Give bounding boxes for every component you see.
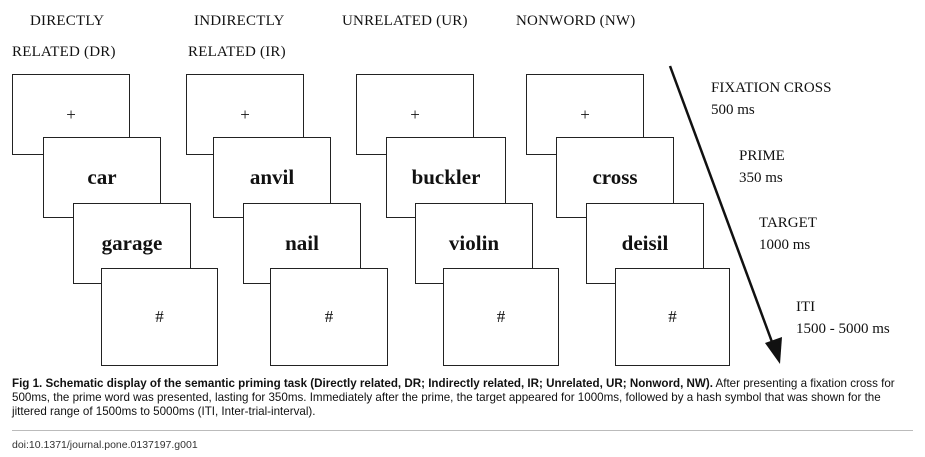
prime-word-dr: car bbox=[87, 165, 117, 189]
figure-caption: Fig 1. Schematic display of the semantic… bbox=[12, 377, 912, 419]
fixation-cross-ur: + bbox=[410, 104, 420, 124]
stage-prime-duration: 350 ms bbox=[739, 170, 783, 186]
hash-symbol-ir: # bbox=[324, 307, 334, 326]
target-word-dr: garage bbox=[101, 231, 163, 255]
timeline-arrow-shaft bbox=[668, 65, 774, 343]
caption-body: After presenting a fixation cross for 50… bbox=[12, 377, 895, 418]
target-word-nw: deisil bbox=[621, 231, 669, 255]
prime-word-ir: anvil bbox=[249, 165, 295, 189]
iti-screen-dr: # bbox=[101, 268, 218, 366]
header-nw: NONWORD (NW) bbox=[516, 13, 636, 29]
stage-target-name: TARGET bbox=[759, 215, 817, 231]
iti-screen-ur: # bbox=[443, 268, 559, 366]
stage-fixation-name: FIXATION CROSS bbox=[711, 80, 832, 96]
header-ir-line2: RELATED (IR) bbox=[188, 44, 286, 60]
stage-prime-name: PRIME bbox=[739, 148, 785, 164]
caption-divider bbox=[12, 430, 913, 431]
stage-fixation: FIXATION CROSS 500 ms bbox=[711, 77, 831, 121]
iti-screen-ir: # bbox=[270, 268, 388, 366]
header-ur: UNRELATED (UR) bbox=[342, 13, 468, 29]
prime-screen-ir: anvil bbox=[213, 137, 331, 218]
hash-symbol-dr: # bbox=[155, 307, 164, 326]
target-word-ur: violin bbox=[448, 231, 500, 255]
doi-label: doi:10.1371/journal.pone.0137197.g001 bbox=[12, 439, 198, 451]
hash-symbol-nw: # bbox=[668, 307, 677, 326]
header-dr-line2: RELATED (DR) bbox=[12, 44, 116, 60]
fixation-cross-ir: + bbox=[240, 104, 250, 124]
hash-symbol-ur: # bbox=[496, 307, 506, 326]
stage-target-duration: 1000 ms bbox=[759, 237, 811, 253]
fixation-cross-nw: + bbox=[580, 104, 590, 124]
header-dr-line1: DIRECTLY bbox=[30, 13, 105, 29]
prime-word-nw: cross bbox=[592, 165, 638, 189]
prime-screen-nw: cross bbox=[556, 137, 674, 218]
prime-word-ur: buckler bbox=[411, 165, 481, 189]
target-word-ir: nail bbox=[285, 231, 319, 255]
stage-iti-name: ITI bbox=[796, 299, 816, 315]
fixation-cross-dr: + bbox=[66, 104, 76, 124]
stage-fixation-duration: 500 ms bbox=[711, 102, 755, 118]
iti-screen-nw: # bbox=[615, 268, 730, 366]
stage-iti-duration: 1500 - 5000 ms bbox=[796, 321, 890, 337]
header-ir-line1: INDIRECTLY bbox=[194, 13, 285, 29]
caption-title: Fig 1. Schematic display of the semantic… bbox=[12, 377, 713, 390]
timeline-arrowhead bbox=[765, 337, 782, 364]
stage-iti: ITI 1500 - 5000 ms bbox=[796, 296, 890, 340]
stage-prime: PRIME 350 ms bbox=[739, 145, 785, 189]
stage-target: TARGET 1000 ms bbox=[759, 212, 817, 256]
